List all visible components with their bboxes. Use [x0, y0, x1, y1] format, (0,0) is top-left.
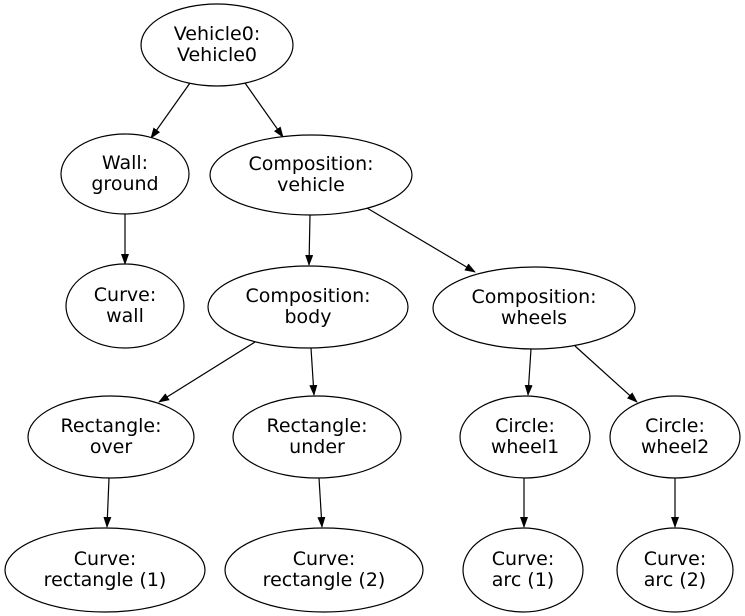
node-circle-wheel2-label-line2: wheel2 — [641, 436, 709, 458]
node-curve-rectangle-1-label-line1: Curve: — [74, 548, 136, 570]
node-curve-rectangle-2: Curve: rectangle (2) — [224, 527, 424, 613]
node-composition-wheels-label-line1: Composition: — [471, 286, 596, 308]
node-rectangle-under-ellipse — [232, 395, 402, 479]
node-curve-arc-2-label-line2: arc (2) — [644, 569, 706, 591]
edge-vehicle0-to-wall-ground — [150, 82, 191, 139]
edge-composition-vehicle-to-composition-wheels — [366, 207, 476, 273]
edge-layer — [103, 82, 679, 528]
node-curve-wall-label-line1: Curve: — [94, 284, 156, 306]
node-rectangle-under: Rectangle: under — [232, 395, 402, 479]
node-composition-body-label-line2: body — [285, 306, 332, 328]
edge-vehicle0-to-composition-vehicle — [244, 82, 284, 138]
node-rectangle-under-label-line2: under — [289, 436, 345, 458]
node-curve-rectangle-1: Curve: rectangle (1) — [4, 527, 206, 613]
node-rectangle-over-label-line1: Rectangle: — [60, 415, 161, 437]
node-curve-rectangle-2-ellipse — [224, 527, 424, 613]
node-curve-rectangle-1-ellipse — [4, 527, 206, 613]
node-curve-arc-1-label-line2: arc (1) — [492, 569, 554, 591]
node-wall-ground-label-line2: ground — [91, 173, 158, 195]
node-composition-wheels-label-line2: wheels — [501, 307, 567, 329]
node-curve-arc-2: Curve: arc (2) — [616, 527, 734, 613]
node-composition-body: Composition: body — [207, 265, 409, 349]
node-composition-body-label-line1: Composition: — [245, 285, 370, 307]
node-wall-ground-label-line1: Wall: — [102, 152, 148, 174]
node-curve-arc-1: Curve: arc (1) — [462, 527, 584, 613]
edge-rectangle-under-to-curve-rectangle-2 — [317, 477, 326, 528]
node-circle-wheel2-label-line1: Circle: — [645, 415, 705, 437]
node-composition-vehicle-ellipse — [209, 134, 413, 216]
node-curve-arc-1-label-line1: Curve: — [492, 548, 554, 570]
node-composition-body-ellipse — [207, 265, 409, 349]
edge-rectangle-over-to-curve-rectangle-1 — [103, 477, 112, 528]
node-composition-wheels-ellipse — [432, 266, 636, 350]
node-rectangle-under-label-line1: Rectangle: — [266, 415, 367, 437]
node-composition-wheels: Composition: wheels — [432, 266, 636, 350]
node-vehicle0-label-line1: Vehicle0: — [174, 23, 260, 45]
edge-composition-wheels-to-circle-wheel2 — [574, 345, 638, 403]
node-wall-ground-ellipse — [60, 133, 190, 215]
node-curve-rectangle-1-label-line2: rectangle (1) — [44, 569, 167, 591]
node-curve-rectangle-2-label-line1: Curve: — [293, 548, 355, 570]
node-curve-wall: Curve: wall — [65, 263, 185, 349]
node-vehicle0: Vehicle0: Vehicle0 — [140, 3, 294, 87]
node-composition-vehicle: Composition: vehicle — [209, 134, 413, 216]
node-curve-wall-label-line2: wall — [106, 305, 144, 327]
node-vehicle0-label-line2: Vehicle0 — [177, 44, 257, 66]
node-circle-wheel2-ellipse — [609, 395, 741, 479]
node-vehicle0-ellipse — [140, 3, 294, 87]
node-composition-vehicle-label-line2: vehicle — [277, 174, 345, 196]
node-curve-arc-2-ellipse — [616, 527, 734, 613]
node-rectangle-over: Rectangle: over — [27, 395, 195, 479]
edge-composition-vehicle-to-composition-body — [305, 214, 314, 266]
node-circle-wheel1-ellipse — [459, 395, 591, 479]
node-circle-wheel1: Circle: wheel1 — [459, 395, 591, 479]
node-rectangle-over-ellipse — [27, 395, 195, 479]
node-curve-rectangle-2-label-line2: rectangle (2) — [263, 569, 386, 591]
node-wall-ground: Wall: ground — [60, 133, 190, 215]
node-curve-wall-ellipse — [65, 263, 185, 349]
edge-composition-wheels-to-circle-wheel1 — [524, 348, 533, 396]
node-curve-arc-2-label-line1: Curve: — [644, 548, 706, 570]
node-curve-arc-1-ellipse — [462, 527, 584, 613]
node-rectangle-over-label-line2: over — [90, 436, 133, 458]
node-circle-wheel1-label-line1: Circle: — [495, 415, 555, 437]
node-circle-wheel2: Circle: wheel2 — [609, 395, 741, 479]
edge-composition-body-to-rectangle-under — [309, 347, 318, 396]
node-circle-wheel1-label-line2: wheel1 — [491, 436, 559, 458]
node-composition-vehicle-label-line1: Composition: — [248, 153, 373, 175]
edge-composition-body-to-rectangle-over — [158, 341, 256, 403]
